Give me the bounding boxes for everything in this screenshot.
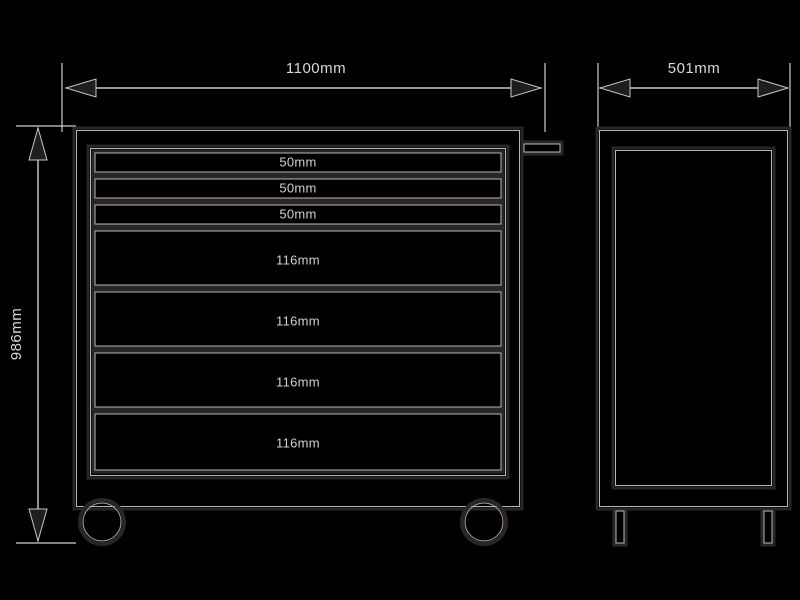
drawer-front-4[interactable]: [91, 227, 505, 289]
caster-wheel-icon-front-right: [460, 498, 508, 546]
dimension-side-width: 501mm: [597, 60, 791, 132]
drawer-front-5-highlight: [94, 291, 502, 347]
side-handle-highlight: [523, 143, 561, 153]
drawer-front-7-highlight: [94, 413, 502, 471]
drawer-row[interactable]: 116mm: [91, 410, 505, 474]
caster-stem-icon-side-right: [760, 507, 776, 547]
drawer-label-4: 116mm: [276, 252, 320, 267]
side-outer-shell: [595, 126, 792, 511]
arrow-right-icon: [510, 78, 543, 98]
drawer-row[interactable]: 116mm: [91, 349, 505, 411]
front-view-casters: [78, 498, 508, 546]
drawer-label-2: 50mm: [279, 180, 316, 195]
drawer-label-5: 116mm: [276, 313, 320, 328]
drawer-front-2[interactable]: [91, 175, 505, 202]
front-view-body: [72, 126, 524, 511]
front-outer-shell-highlight: [76, 130, 520, 507]
drawer-front-1-highlight: [94, 152, 502, 173]
arrow-down-icon: [28, 508, 48, 543]
drawer-front-5[interactable]: [91, 288, 505, 350]
drawer-front-6-highlight: [94, 352, 502, 408]
side-handle-icon: [520, 140, 564, 156]
drawer-label-1: 50mm: [279, 154, 316, 169]
arrow-right-icon: [757, 78, 790, 98]
front-view-side-handle: [520, 140, 564, 156]
caster-stem-side-left-highlight: [615, 510, 625, 544]
caster-wheel-icon-front-left: [78, 498, 126, 546]
drawer-front-6[interactable]: [91, 349, 505, 411]
drawer-row[interactable]: 116mm: [91, 227, 505, 289]
drawer-front-3-highlight: [94, 204, 502, 225]
side-inner-panel-highlight: [615, 150, 772, 486]
arrow-left-icon: [64, 78, 97, 98]
drawer-front-3[interactable]: [91, 201, 505, 228]
drawer-label-7: 116mm: [276, 435, 320, 450]
side-inner-panel: [611, 146, 776, 490]
front-view-drawers: 50mm 50mm 50mm 116mm 116mm: [91, 149, 505, 474]
front-drawer-bank-frame: [86, 144, 510, 480]
caster-wheel-front-left-highlight: [82, 502, 122, 542]
drawer-row[interactable]: 50mm: [91, 175, 505, 202]
front-drawer-bank-frame-highlight: [90, 148, 506, 476]
drawer-front-2-highlight: [94, 178, 502, 199]
drawer-label-3: 50mm: [279, 206, 316, 221]
drawer-front-4-highlight: [94, 230, 502, 286]
arrow-left-icon: [598, 78, 631, 98]
dimension-front-width: 1100mm: [61, 60, 546, 132]
front-outer-shell: [72, 126, 524, 511]
caster-stem-side-right-highlight: [763, 510, 773, 544]
dimension-label-overall-height: 986mm: [8, 308, 25, 361]
dimension-overall-height: 986mm: [8, 125, 76, 544]
drawer-row[interactable]: 50mm: [91, 149, 505, 176]
dimension-label-front-width: 1100mm: [286, 60, 346, 77]
caster-wheel-front-right-highlight: [464, 502, 504, 542]
drawer-front-7[interactable]: [91, 410, 505, 474]
drawer-row[interactable]: 116mm: [91, 288, 505, 350]
side-view-casters: [612, 507, 776, 547]
drawer-row[interactable]: 50mm: [91, 201, 505, 228]
dimension-label-side-width: 501mm: [668, 60, 721, 77]
drawer-label-6: 116mm: [276, 374, 320, 389]
drawer-front-1[interactable]: [91, 149, 505, 176]
caster-stem-icon-side-left: [612, 507, 628, 547]
side-view-body: [595, 126, 792, 511]
side-outer-shell-highlight: [599, 130, 788, 507]
arrow-up-icon: [28, 126, 48, 161]
